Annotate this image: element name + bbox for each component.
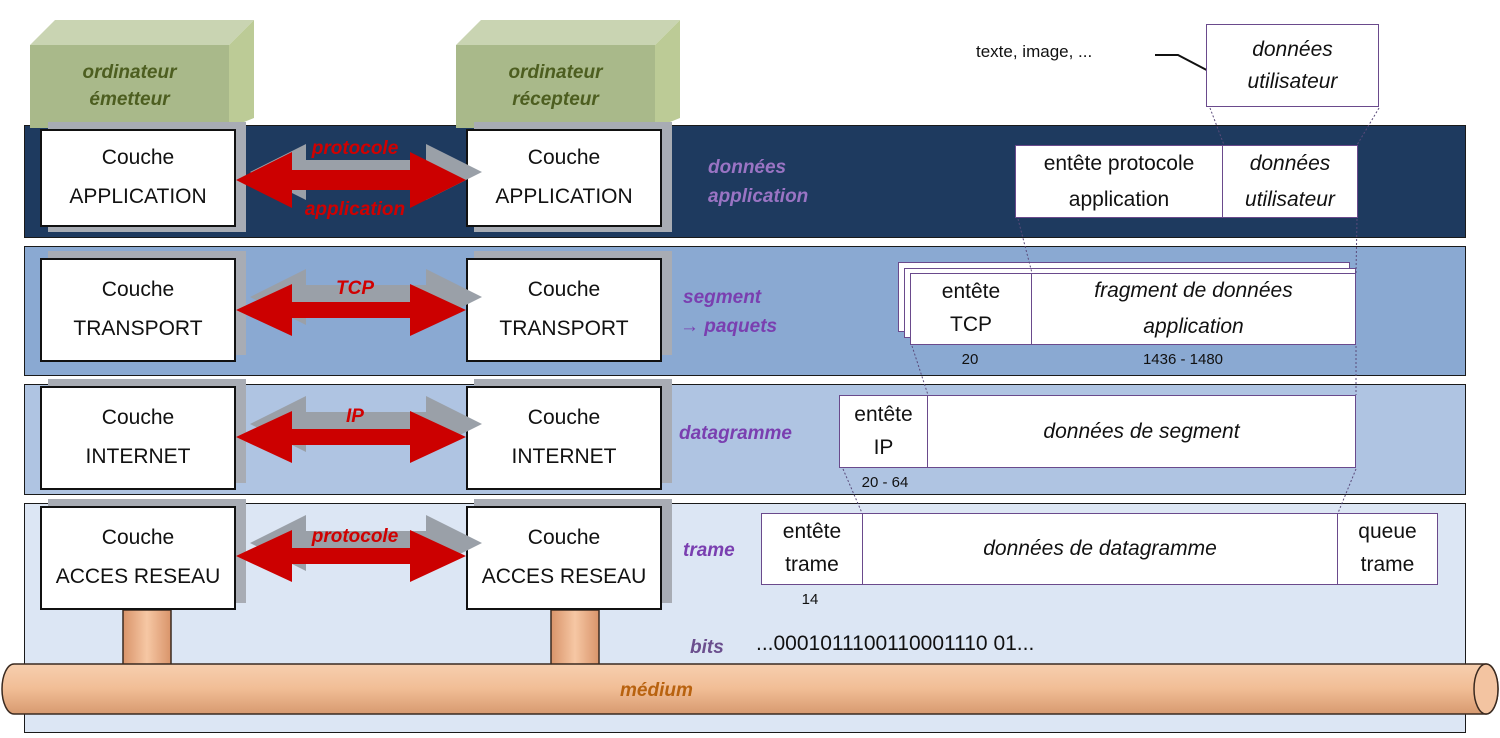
application-header-cell: entête protocole application <box>1015 145 1223 218</box>
tcp-header-line2: TCP <box>950 313 992 336</box>
ip-header-cell: entête IP <box>839 395 928 468</box>
medium-label: médium <box>620 680 693 701</box>
tcp-data-line2: application <box>1143 315 1244 338</box>
user-data-example: texte, image, ... <box>976 42 1093 61</box>
bits-label: bits <box>690 637 724 658</box>
application-protocol-label-2: application <box>304 199 406 220</box>
receiver-transport-word: Couche <box>527 278 601 302</box>
receiver-network-access-name: ACCES RESEAU <box>481 565 647 588</box>
frame-trailer-cell: queue trame <box>1337 513 1438 585</box>
tcp-data-size: 1436 - 1480 <box>1142 351 1224 368</box>
application-user-data-line2: utilisateur <box>1245 187 1335 211</box>
sender-network-access-layer: Couche ACCES RESEAU <box>40 506 236 610</box>
tcp-data-cell: fragment de données application <box>1031 273 1356 345</box>
sender-application-layer: Couche APPLICATION <box>40 129 236 227</box>
sender-computer-label-line1: ordinateur <box>82 61 177 83</box>
user-data-title-line1: données <box>1252 38 1333 61</box>
tcp-header-line1: entête <box>941 280 1001 304</box>
sender-network-access-word: Couche <box>101 526 175 550</box>
tcp-protocol-label: TCP <box>336 278 374 299</box>
receiver-network-access-word: Couche <box>527 526 601 550</box>
tcp-header-size: 20 <box>961 351 979 368</box>
frame-label: trame <box>683 540 735 561</box>
application-data-label-line1: données <box>708 157 787 178</box>
frame-header-line1: entête <box>782 520 842 544</box>
frame-trailer-line2: trame <box>1360 553 1415 576</box>
tcp-data-line1: fragment de données <box>1094 279 1293 303</box>
segment-label: segment → paquets <box>680 284 777 341</box>
frame-header-line2: trame <box>785 553 839 576</box>
user-data-box: données utilisateur <box>1206 24 1379 107</box>
receiver-computer-cube <box>456 20 680 128</box>
receiver-computer-label-line2: récepteur <box>512 88 599 110</box>
receiver-application-word: Couche <box>527 146 601 170</box>
receiver-internet-word: Couche <box>527 406 601 430</box>
frame-data-cell: données de datagramme <box>862 513 1338 585</box>
ip-protocol-arrow <box>236 396 482 463</box>
receiver-application-name: APPLICATION <box>495 185 633 208</box>
application-user-data-line1: données <box>1249 151 1331 175</box>
sender-transport-word: Couche <box>101 278 175 302</box>
sender-internet-layer: Couche INTERNET <box>40 386 236 490</box>
receiver-network-access-layer: Couche ACCES RESEAU <box>466 506 662 610</box>
network-protocol-label: protocole <box>311 526 399 547</box>
sender-computer-label-line2: émetteur <box>89 88 170 110</box>
sender-application-name: APPLICATION <box>69 185 207 208</box>
application-protocol-arrow <box>236 144 482 208</box>
ip-protocol-label: IP <box>346 406 364 427</box>
sender-internet-name: INTERNET <box>85 445 191 468</box>
sender-transport-layer: Couche TRANSPORT <box>40 258 236 362</box>
sender-transport-name: TRANSPORT <box>73 317 203 340</box>
tcp-header-cell: entête TCP <box>910 273 1032 345</box>
receiver-internet-layer: Couche INTERNET <box>466 386 662 490</box>
bits-value: ...0001011100110001110 01... <box>756 632 1035 655</box>
datagram-label: datagramme <box>679 423 792 444</box>
ip-header-line1: entête <box>854 402 913 426</box>
sender-computer-cube <box>30 20 254 128</box>
ip-header-size: 20 - 64 <box>861 474 909 491</box>
segment-label-line1: segment <box>683 287 762 308</box>
segment-label-line2: → paquets <box>680 315 778 337</box>
application-data-label: données application <box>708 154 808 211</box>
application-user-data-cell: données utilisateur <box>1222 145 1358 218</box>
receiver-transport-layer: Couche TRANSPORT <box>466 258 662 362</box>
application-data-label-line2: application <box>708 185 809 207</box>
ip-data-cell: données de segment <box>927 395 1356 468</box>
receiver-application-layer: Couche APPLICATION <box>466 129 662 227</box>
ip-header-line2: IP <box>873 435 894 459</box>
user-data-title-line2: utilisateur <box>1247 69 1338 93</box>
frame-trailer-line1: queue <box>1358 520 1417 544</box>
application-header-line2: application <box>1068 187 1170 211</box>
tcp-protocol-arrow <box>236 269 482 336</box>
receiver-internet-name: INTERNET <box>511 445 617 468</box>
sender-internet-word: Couche <box>101 406 175 430</box>
network-protocol-arrow <box>236 515 482 582</box>
receiver-transport-name: TRANSPORT <box>499 317 629 340</box>
sender-network-access-name: ACCES RESEAU <box>55 565 221 588</box>
frame-header-size: 14 <box>801 591 819 608</box>
sender-application-word: Couche <box>101 146 175 170</box>
frame-header-cell: entête trame <box>761 513 863 585</box>
receiver-computer-label-line1: ordinateur <box>508 61 603 83</box>
application-protocol-label-1: protocole <box>311 138 399 159</box>
application-header-line1: entête protocole <box>1043 151 1195 175</box>
